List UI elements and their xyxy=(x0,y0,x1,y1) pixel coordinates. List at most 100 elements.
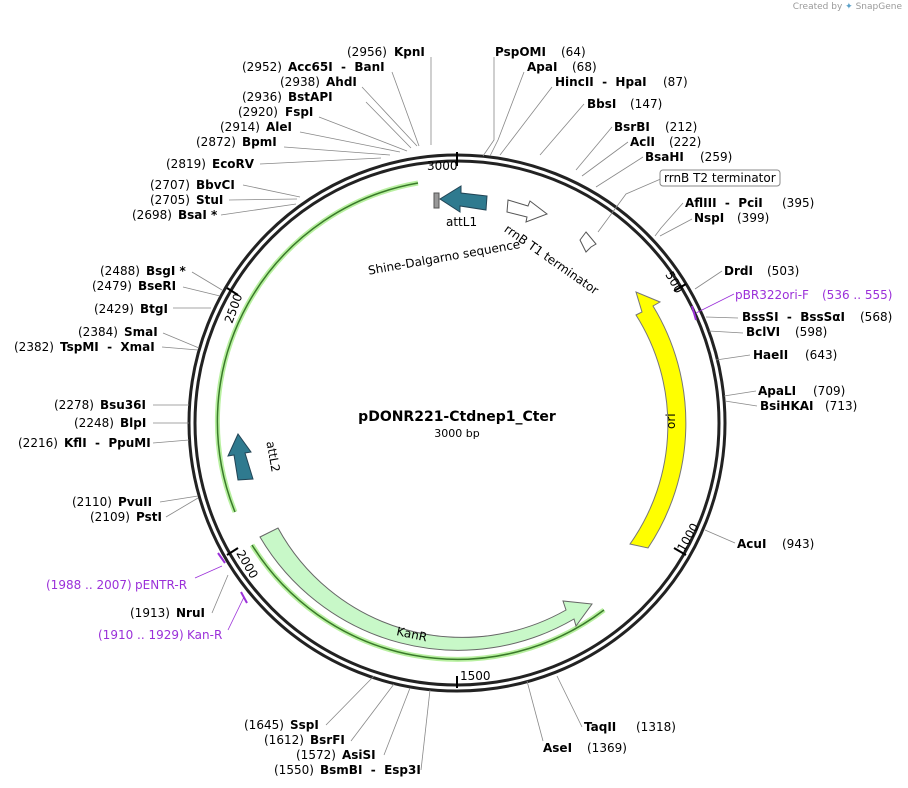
site-haeii-pos: (643) xyxy=(805,348,837,362)
site-bstapi-name: BstAPI xyxy=(288,90,333,104)
rrnb-t2-leader xyxy=(597,177,664,233)
attl2-feature[interactable] xyxy=(227,433,254,481)
site-bsrbi-name: BsrBI xyxy=(614,120,650,134)
site-hincii-name: HincII - HpaI xyxy=(555,75,647,89)
site-btgi-name: BtgI xyxy=(140,302,168,316)
site-acc65i-pos: (2952) xyxy=(242,60,282,74)
site-tspmi-name: TspMI - XmaI xyxy=(60,340,155,354)
site-pspomi-name: PspOMI xyxy=(495,45,546,59)
site-taqii-name: TaqII xyxy=(584,720,616,734)
credit-created-by: Created by xyxy=(792,2,843,12)
site-hincii-pos: (87) xyxy=(663,75,688,89)
site-kfli-name: KflI - PpuMI xyxy=(64,436,151,450)
site-bsai-pos: (2698) xyxy=(132,208,172,222)
site-bbsi-name: BbsI xyxy=(587,97,616,111)
kanr-feature[interactable] xyxy=(259,527,593,651)
site-bclvi-name: BclVI xyxy=(746,325,780,339)
sites-left: (2956) KpnI (2952) Acc65I - BanI (2938) … xyxy=(14,45,425,777)
site-apai-name: ApaI xyxy=(527,60,557,74)
site-bsgi-name: BsgI * xyxy=(146,264,187,278)
ori-label: ori xyxy=(664,413,678,429)
site-bsahi-name: BsaHI xyxy=(645,150,684,164)
primer-pentr-name: pENTR-R xyxy=(135,578,187,592)
attl2-label: attL2 xyxy=(263,440,282,473)
site-nrui-name: NruI xyxy=(176,606,205,620)
plasmid-size: 3000 bp xyxy=(434,427,479,440)
site-stui-name: StuI xyxy=(196,193,223,207)
primer-leaders xyxy=(194,293,735,631)
site-blpi-pos: (2248) xyxy=(74,416,114,430)
site-psti-pos: (2109) xyxy=(90,510,130,524)
site-bsihkai-pos: (713) xyxy=(825,399,857,413)
site-smai-name: SmaI xyxy=(124,325,158,339)
site-bsrbi-pos: (212) xyxy=(665,120,697,134)
kanr-label: KanR xyxy=(395,624,428,644)
ori-feature[interactable] xyxy=(629,291,687,549)
tick-marks xyxy=(226,152,687,688)
tick-label-1500: 1500 xyxy=(460,669,491,683)
site-btgi-pos: (2429) xyxy=(94,302,134,316)
primer-pbr322-name: pBR322ori-F xyxy=(735,288,809,302)
site-ahdi-pos: (2938) xyxy=(280,75,320,89)
credit-brand: SnapGene xyxy=(855,2,902,12)
site-drdi-pos: (503) xyxy=(767,264,799,278)
site-drdi-name: DrdI xyxy=(724,264,753,278)
site-bsssi-pos: (568) xyxy=(860,310,892,324)
rrnb-t2-feature[interactable] xyxy=(579,231,597,253)
site-pspomi-pos: (64) xyxy=(561,45,586,59)
site-asisi-pos: (1572) xyxy=(296,748,336,762)
site-kpni-pos: (2956) xyxy=(347,45,387,59)
site-bsgi-pos: (2488) xyxy=(100,264,140,278)
site-smai-pos: (2384) xyxy=(78,325,118,339)
site-bseri-name: BseRI xyxy=(138,279,176,293)
site-bsihkai-name: BsiHKAI xyxy=(760,399,814,413)
site-ahdi-name: AhdI xyxy=(326,75,357,89)
site-alei-name: AleI xyxy=(266,120,292,134)
sites-right: PspOMI (64) ApaI (68) HincII - HpaI (87)… xyxy=(495,45,892,755)
site-bsmbi-name: BsmBI - Esp3I xyxy=(320,763,421,777)
site-bsrfi-pos: (1612) xyxy=(264,733,304,747)
site-sspi-name: SspI xyxy=(290,718,319,732)
site-bseri-pos: (2479) xyxy=(92,279,132,293)
site-blpi-name: BlpI xyxy=(120,416,146,430)
site-fspi-name: FspI xyxy=(285,105,313,119)
site-sspi-pos: (1645) xyxy=(244,718,284,732)
site-bsu36i-name: Bsu36I xyxy=(100,398,146,412)
primer-kanr-range: (1910 .. 1929) xyxy=(98,628,184,642)
shine-dalgarno-label: Shine-Dalgarno sequence xyxy=(367,237,521,278)
site-apali-name: ApaLI xyxy=(758,384,796,398)
site-asisi-name: AsiSI xyxy=(342,748,376,762)
tick-label-3000: 3000 xyxy=(427,159,458,173)
snapgene-credit: Created by ✦ SnapGene xyxy=(793,2,902,12)
site-bsrfi-name: BsrFI xyxy=(310,733,345,747)
site-taqii-pos: (1318) xyxy=(636,720,676,734)
site-kpni-name: KpnI xyxy=(394,45,425,59)
site-kfli-pos: (2216) xyxy=(18,436,58,450)
site-tspmi-pos: (2382) xyxy=(14,340,54,354)
site-acli-pos: (222) xyxy=(669,135,701,149)
rrnb-t2-box xyxy=(659,169,781,187)
attl1-label: attL1 xyxy=(446,215,477,229)
site-bbsi-pos: (147) xyxy=(630,97,662,111)
site-acui-name: AcuI xyxy=(737,537,766,551)
attl1-feature[interactable] xyxy=(439,185,488,213)
rrnb-t1-feature[interactable] xyxy=(506,199,549,223)
site-bbvci-pos: (2707) xyxy=(150,178,190,192)
leader-lines xyxy=(152,57,758,771)
site-nrui-pos: (1913) xyxy=(130,606,170,620)
plasmid-name: pDONR221-Ctdnep1_Cter xyxy=(358,409,556,425)
site-haeii-name: HaeII xyxy=(753,348,788,362)
primer-pbr322-range: (536 .. 555) xyxy=(822,288,892,302)
site-psti-name: PstI xyxy=(136,510,162,524)
site-bsmbi-pos: (1550) xyxy=(274,763,314,777)
site-bclvi-pos: (598) xyxy=(795,325,827,339)
site-bbvci-name: BbvCI xyxy=(196,178,235,192)
site-apali-pos: (709) xyxy=(813,384,845,398)
primer-pentr-range: (1988 .. 2007) xyxy=(46,578,132,592)
site-fspi-pos: (2920) xyxy=(238,105,278,119)
site-acui-pos: (943) xyxy=(782,537,814,551)
site-pvuii-pos: (2110) xyxy=(72,495,112,509)
site-apai-pos: (68) xyxy=(572,60,597,74)
snapgene-logo-icon: ✦ xyxy=(845,2,853,12)
site-bpmi-name: BpmI xyxy=(242,135,277,149)
